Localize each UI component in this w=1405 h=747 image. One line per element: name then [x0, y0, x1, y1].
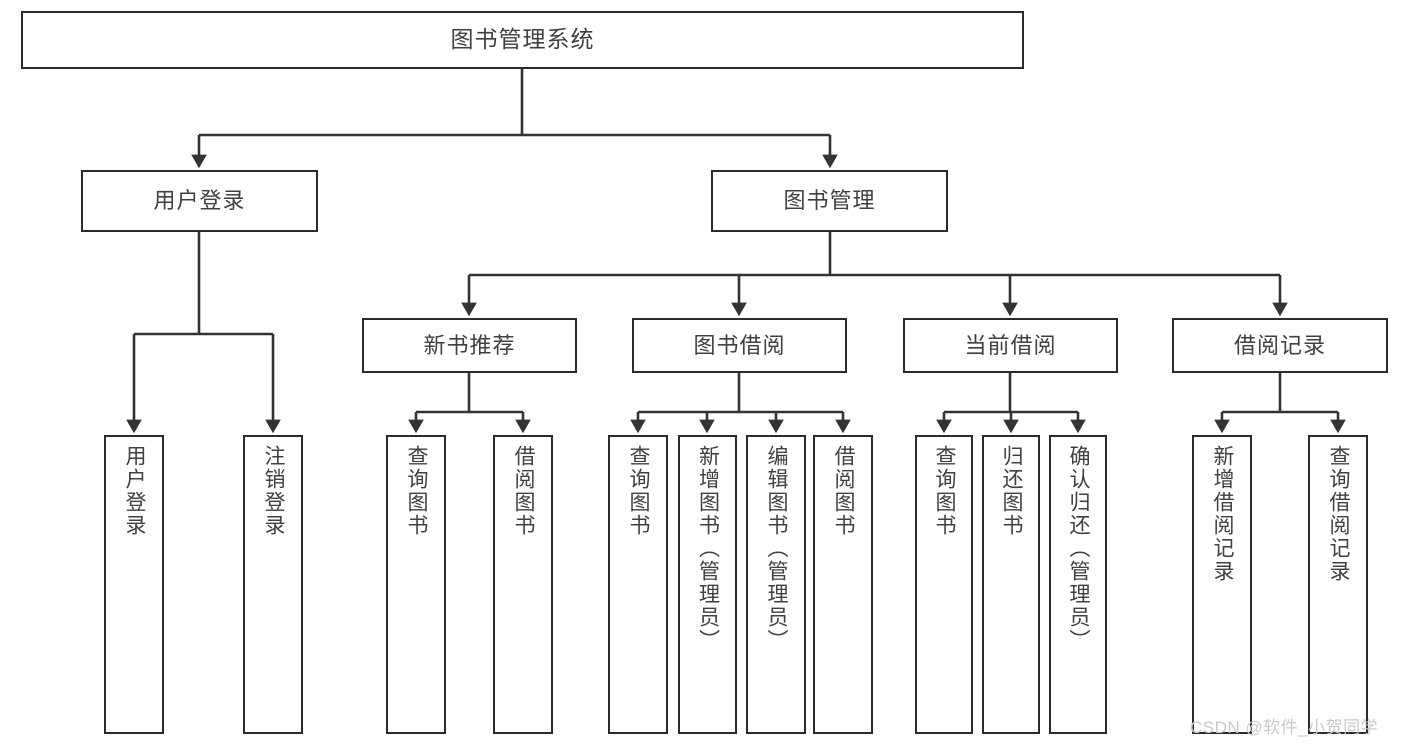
leaf-new-book-borrow-book[interactable]: 借阅图书 [493, 435, 553, 734]
node-label: 注销登录 [262, 445, 286, 537]
node-label: 新增图书（管理员） [696, 445, 720, 652]
node-label: 借阅图书 [512, 445, 536, 537]
node-label: 新书推荐 [423, 332, 516, 358]
node-label: 查询图书 [627, 445, 651, 537]
node-user-login[interactable]: 用户登录 [81, 170, 318, 232]
node-label: 确认归还（管理员） [1067, 445, 1091, 652]
leaf-book-borrow-add-book-admin[interactable]: 新增图书（管理员） [678, 435, 737, 734]
node-label: 用户登录 [153, 188, 246, 214]
leaf-book-borrow-query-book[interactable]: 查询图书 [608, 435, 668, 734]
node-book-management[interactable]: 图书管理 [711, 170, 948, 232]
node-label: 借阅图书 [832, 445, 856, 537]
leaf-user-login-logout[interactable]: 注销登录 [243, 435, 303, 734]
node-book-borrow[interactable]: 图书借阅 [632, 318, 847, 373]
node-label: 查询图书 [933, 445, 957, 537]
node-new-book-recommend[interactable]: 新书推荐 [362, 318, 577, 373]
node-label: 编辑图书（管理员） [765, 445, 789, 652]
node-label: 图书借阅 [693, 332, 786, 358]
leaf-current-borrow-query-book[interactable]: 查询图书 [915, 435, 973, 734]
leaf-user-login-login[interactable]: 用户登录 [104, 435, 164, 734]
watermark-text: CSDN @软件_小贺同学 [1190, 718, 1379, 737]
node-current-borrow[interactable]: 当前借阅 [903, 318, 1118, 373]
node-label: 当前借阅 [964, 332, 1057, 358]
leaf-borrow-record-add-record[interactable]: 新增借阅记录 [1192, 435, 1252, 734]
node-label: 借阅记录 [1233, 332, 1326, 358]
node-borrow-record[interactable]: 借阅记录 [1172, 318, 1388, 373]
leaf-current-borrow-confirm-return-admin[interactable]: 确认归还（管理员） [1049, 435, 1107, 734]
leaf-current-borrow-return-book[interactable]: 归还图书 [982, 435, 1040, 734]
node-label: 图书管理 [783, 188, 876, 214]
node-label: 查询借阅记录 [1327, 445, 1351, 583]
leaf-book-borrow-edit-book-admin[interactable]: 编辑图书（管理员） [746, 435, 806, 734]
node-label: 新增借阅记录 [1211, 445, 1235, 583]
leaf-new-book-query-book[interactable]: 查询图书 [386, 435, 446, 734]
node-label: 图书管理系统 [450, 26, 595, 53]
node-label: 归还图书 [1000, 445, 1024, 537]
leaf-book-borrow-lend-book[interactable]: 借阅图书 [813, 435, 873, 734]
node-root-system[interactable]: 图书管理系统 [21, 11, 1024, 69]
node-label: 查询图书 [405, 445, 429, 537]
leaf-borrow-record-query-record[interactable]: 查询借阅记录 [1308, 435, 1368, 734]
node-label: 用户登录 [123, 445, 147, 537]
